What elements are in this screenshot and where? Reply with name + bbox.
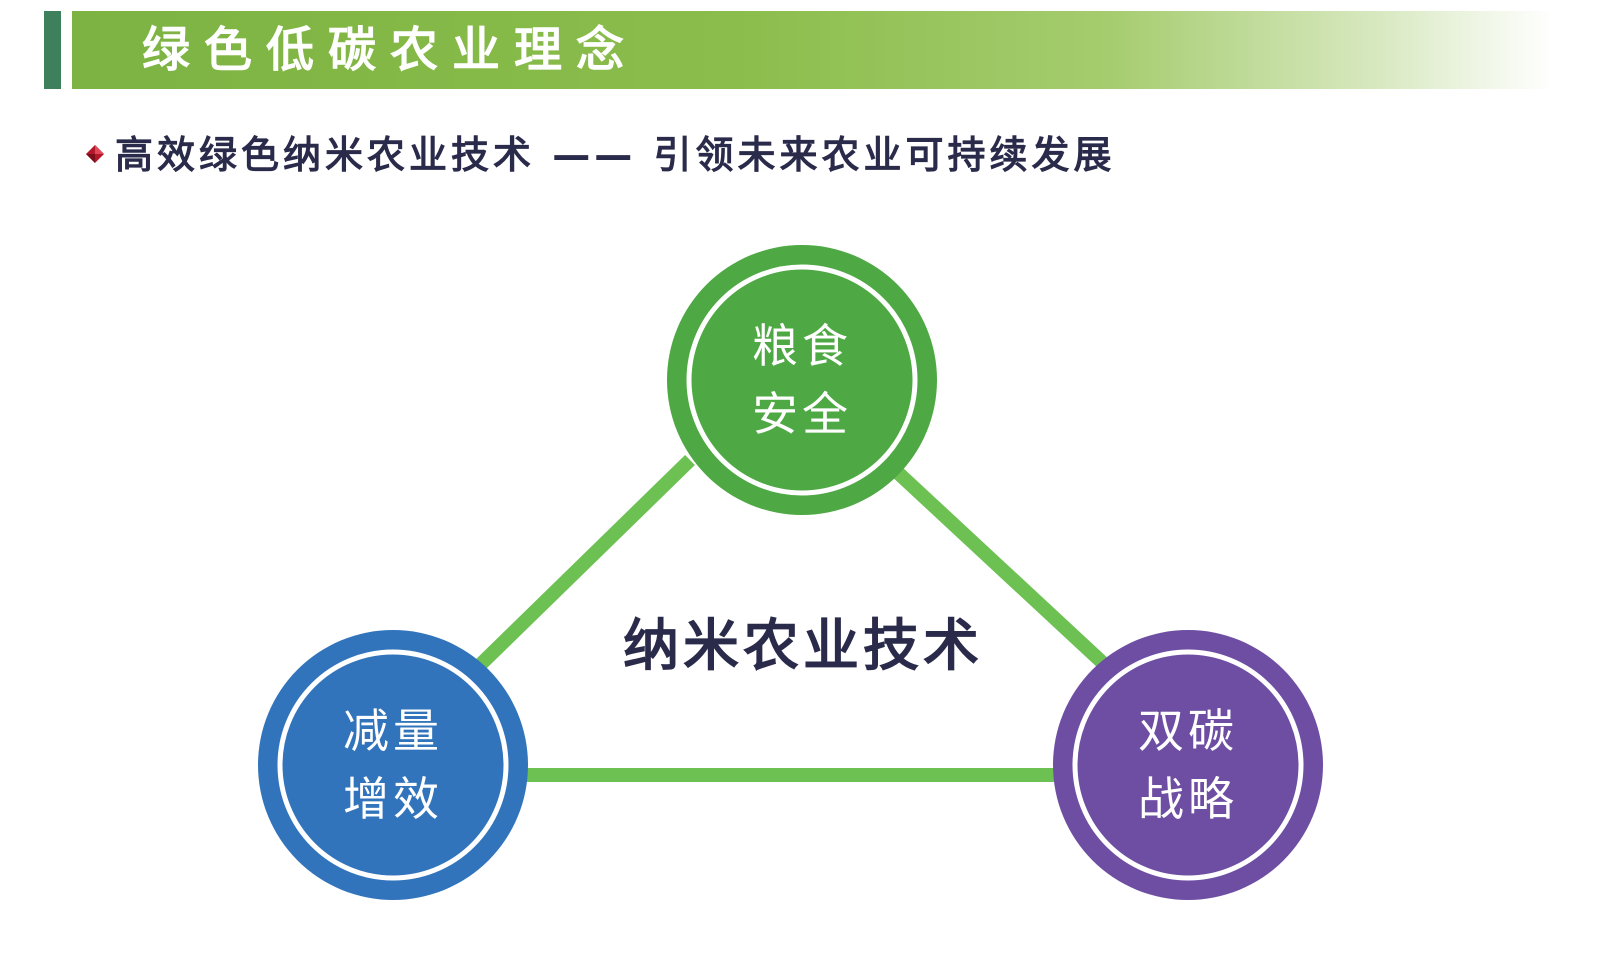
node-reduce-increase-line1: 减量 — [343, 704, 443, 758]
node-food-security-line2: 安全 — [752, 387, 852, 441]
node-reduce-increase: 减量 增效 — [258, 630, 528, 900]
subtitle: 高效绿色纳米农业技术 —— 引领未来农业可持续发展 — [115, 133, 1116, 177]
node-dual-carbon: 双碳 战略 — [1053, 630, 1323, 900]
node-food-security-line1: 粮食 — [752, 319, 852, 373]
node-reduce-increase-line2: 增效 — [343, 772, 443, 826]
connector-top-right — [890, 464, 1110, 671]
connector-top-left — [475, 454, 695, 671]
node-dual-carbon-line2: 战略 — [1138, 772, 1238, 826]
page-title: 绿色低碳农业理念 — [142, 22, 639, 78]
diamond-bullet-icon — [86, 145, 104, 163]
node-food-security: 粮食 安全 — [667, 245, 937, 515]
header-accent-bar — [44, 11, 61, 89]
center-label: 纳米农业技术 — [623, 614, 983, 679]
node-dual-carbon-line1: 双碳 — [1138, 704, 1238, 758]
header-band — [72, 11, 1552, 89]
